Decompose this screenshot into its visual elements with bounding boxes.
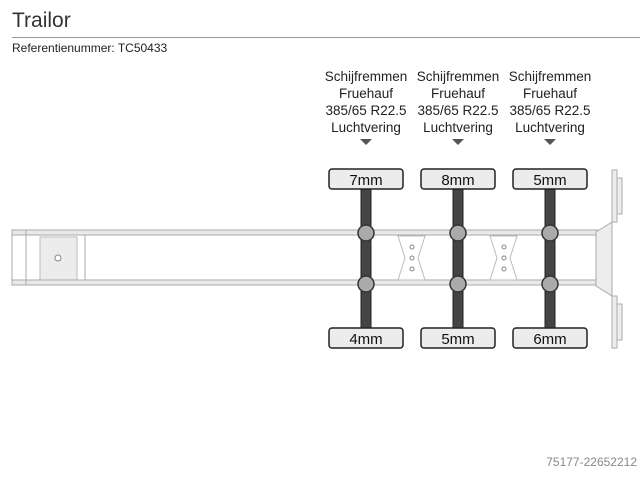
axle-3-hub-top — [541, 224, 559, 242]
axle-2-brake: Schijfremmen — [416, 69, 500, 84]
chassis-bottom-rail — [11, 279, 611, 286]
axle-2-tread-top: 8mm — [441, 172, 474, 189]
page-title: Trailor — [12, 9, 71, 32]
cross-member-2 — [489, 235, 518, 281]
axle-2-arrow-icon — [452, 139, 464, 145]
axle-3-beam — [544, 188, 556, 330]
axle-1-tread-bottom: 4mm — [349, 331, 382, 348]
axle-3-brake: Schijfremmen — [508, 69, 592, 84]
kingpin-icon — [54, 254, 62, 262]
axle-1-suspension: Luchtvering — [331, 120, 401, 135]
listing-id: 75177-22652212 — [546, 455, 637, 469]
axle-2-description: Schijfremmen Fruehauf 385/65 R22.5 Lucht… — [411, 68, 505, 136]
axle-3-description: Schijfremmen Fruehauf 385/65 R22.5 Lucht… — [503, 68, 597, 136]
axle-1: 7mm 4mm — [328, 168, 404, 349]
trailer-chassis — [11, 169, 623, 349]
rear-bumper — [595, 221, 613, 297]
axle-1-description: Schijfremmen Fruehauf 385/65 R22.5 Lucht… — [319, 68, 413, 136]
axle-2-hub-bottom — [449, 275, 467, 293]
axle-2-hub-top — [449, 224, 467, 242]
rear-door-top — [611, 169, 618, 223]
axle-3-hub-bottom — [541, 275, 559, 293]
reference-number: Referentienummer: TC50433 — [12, 41, 168, 55]
axle-2-tire-size: 385/65 R22.5 — [417, 103, 499, 118]
axle-1-hub-bottom — [357, 275, 375, 293]
rear-door-bottom — [611, 295, 618, 349]
axle-3-suspension: Luchtvering — [515, 120, 585, 135]
axle-1-beam — [360, 188, 372, 330]
axle-1-tread-top: 7mm — [349, 172, 382, 189]
axle-1-tire-bottom[interactable] — [328, 327, 404, 349]
chassis-top-rail — [11, 229, 611, 236]
axle-3-tread-top: 5mm — [533, 172, 566, 189]
axle-2-tire-top[interactable] — [420, 168, 496, 190]
axle-3-tire-size: 385/65 R22.5 — [509, 103, 591, 118]
axle-1-hub-top — [357, 224, 375, 242]
axle-1-tire-size: 385/65 R22.5 — [325, 103, 407, 118]
axle-2-tire-bottom[interactable] — [420, 327, 496, 349]
axle-1-arrow-icon — [360, 139, 372, 145]
axle-1-brand: Fruehauf — [338, 86, 394, 101]
axle-1-brake: Schijfremmen — [324, 69, 408, 84]
axle-1-tire-top[interactable] — [328, 168, 404, 190]
axle-2-suspension: Luchtvering — [423, 120, 493, 135]
axle-2-beam — [452, 188, 464, 330]
title-divider — [12, 37, 640, 38]
axle-3-tread-bottom: 6mm — [533, 331, 566, 348]
cross-member-1 — [397, 235, 426, 281]
axle-3-arrow-icon — [544, 139, 556, 145]
axle-2-tread-bottom: 5mm — [441, 331, 474, 348]
axle-2: 8mm 5mm — [420, 168, 496, 349]
axle-3-tire-bottom[interactable] — [512, 327, 588, 349]
axle-3-brand: Fruehauf — [522, 86, 578, 101]
axle-3-tire-top[interactable] — [512, 168, 588, 190]
axle-3: 5mm 6mm — [512, 168, 588, 349]
axle-2-brand: Fruehauf — [430, 86, 486, 101]
